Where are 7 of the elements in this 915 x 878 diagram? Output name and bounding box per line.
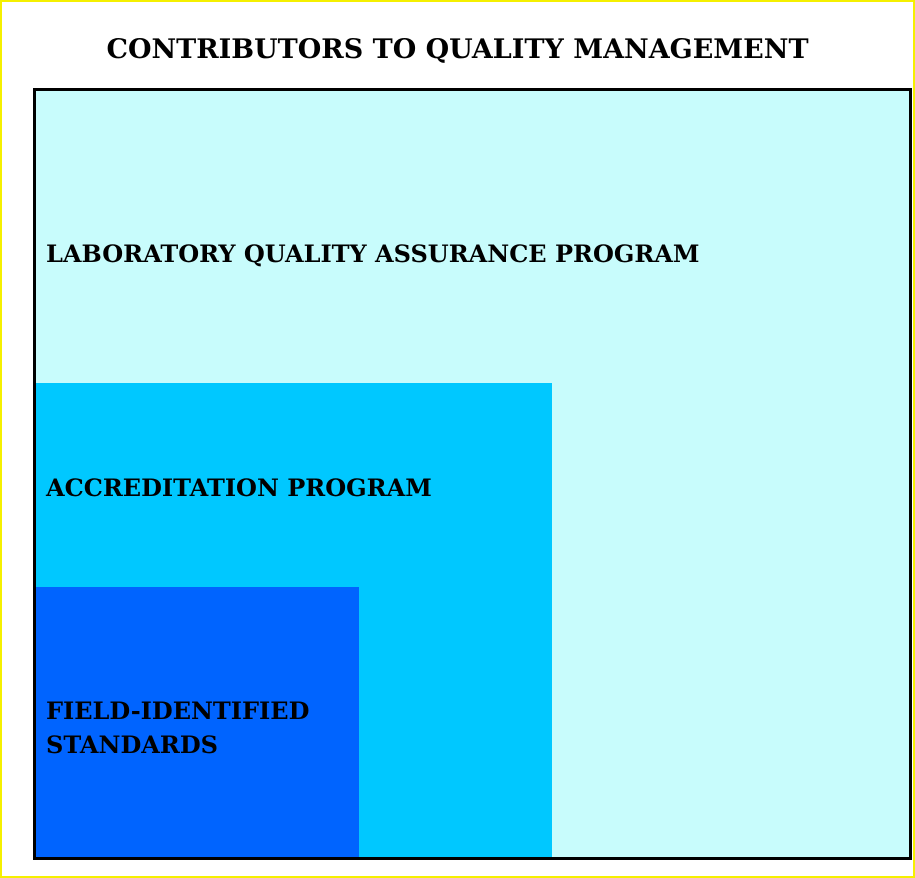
diagram-title: CONTRIBUTORS TO QUALITY MANAGEMENT — [105, 34, 810, 65]
box-heading: FIELD-IDENTIFIED STANDARDS — [46, 695, 310, 761]
nested-box — [36, 587, 359, 857]
nested-box — [33, 88, 912, 860]
box-heading: LABORATORY QUALITY ASSURANCE PROGRAM — [46, 238, 700, 270]
nested-box — [36, 383, 552, 857]
box-heading: ACCREDITATION PROGRAM — [46, 472, 432, 504]
